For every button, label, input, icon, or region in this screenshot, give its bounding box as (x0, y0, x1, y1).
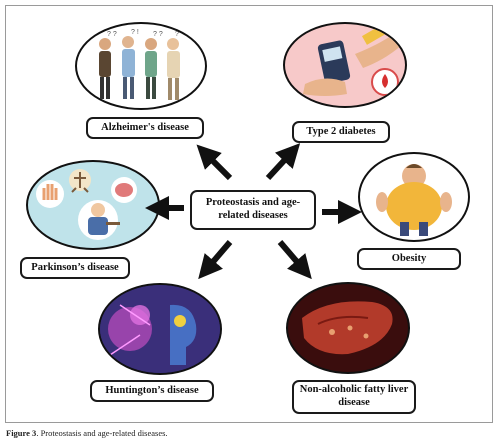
fatty-liver-illustration (286, 282, 410, 374)
nafld-line2: disease (338, 397, 370, 408)
elderly-people-icon: ? ? ? ! ? ? ? (99, 29, 180, 100)
alzheimers-label: Alzheimer's disease (86, 117, 204, 139)
center-line2: related diseases (218, 210, 288, 221)
brain-icon (111, 177, 137, 203)
obesity-illustration (358, 152, 470, 242)
figure-caption: Figure 3. Proteostasis and age-related d… (6, 428, 168, 438)
blood-drop-icon (371, 68, 399, 96)
neuron-head-icon (100, 285, 220, 373)
svg-text:? ?: ? ? (153, 31, 163, 38)
walking-figure-icon (69, 169, 91, 193)
diabetes-illustration (283, 22, 407, 108)
svg-text:?: ? (175, 31, 179, 38)
obesity-label: Obesity (357, 248, 461, 270)
elderly-man-icon (78, 200, 120, 240)
huntingtons-illustration (98, 283, 222, 375)
liver-icon (302, 301, 393, 355)
glucose-meter-icon (303, 25, 403, 96)
diabetes-label: Type 2 diabetes (292, 121, 390, 143)
overweight-person-icon (376, 164, 452, 236)
parkinsons-label: Parkinson’s disease (20, 257, 130, 279)
alzheimers-illustration: ? ? ? ! ? ? ? (75, 22, 207, 110)
caption-text: . Proteostasis and age-related diseases. (36, 428, 168, 438)
center-concept-box: Proteostasis and age- related diseases (190, 190, 316, 230)
caption-figure-number: Figure 3 (6, 428, 37, 438)
parkinsons-illustration (26, 160, 160, 250)
nafld-label: Non-alcoholic fatty liver disease (292, 380, 416, 414)
center-line1: Proteostasis and age- (205, 197, 301, 209)
nafld-line1: Non-alcoholic fatty liver (299, 384, 409, 396)
svg-text:? ?: ? ? (107, 31, 117, 38)
tremor-hand-icon (36, 180, 64, 208)
huntingtons-label: Huntington’s disease (90, 380, 214, 402)
svg-text:? !: ? ! (131, 29, 139, 36)
